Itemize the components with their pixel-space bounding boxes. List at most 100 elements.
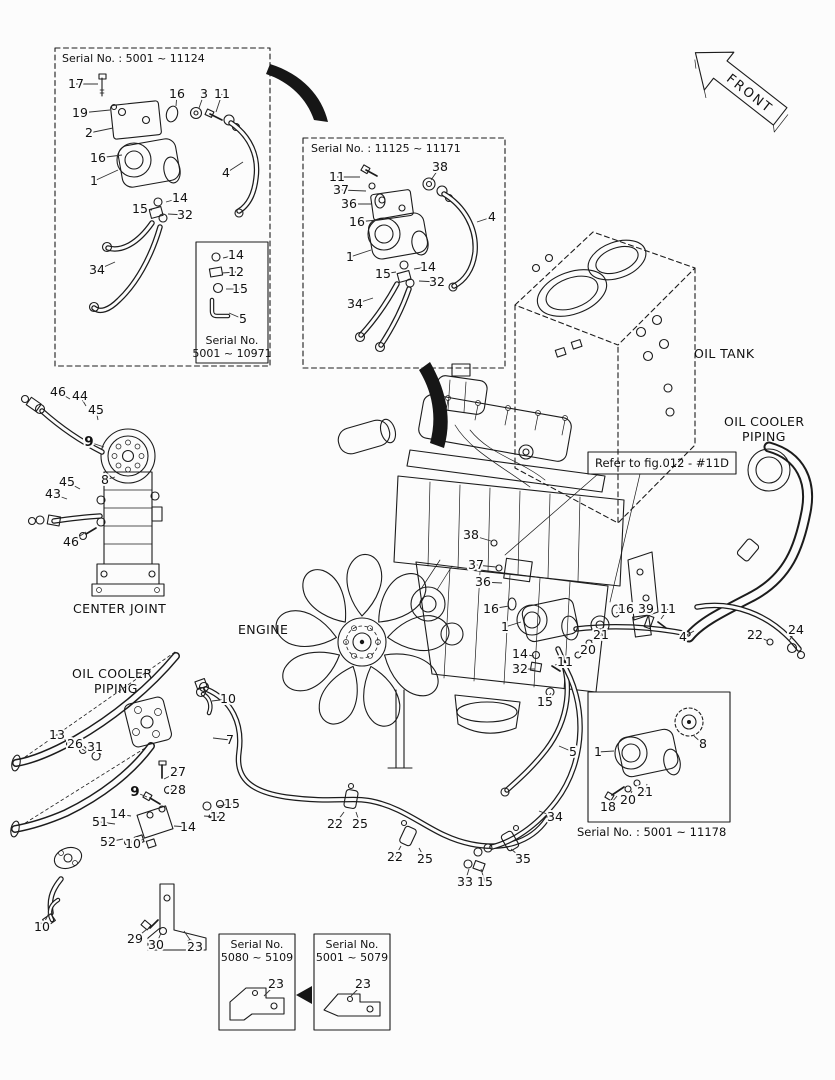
callout-leader <box>349 249 372 258</box>
callout-number: 46 <box>63 534 79 549</box>
callout-number: 12 <box>228 264 244 279</box>
callout-number: 35 <box>515 851 531 866</box>
callout-leader <box>66 481 81 490</box>
oil-tank-label: OIL TANK <box>694 346 755 361</box>
serial-box-4: Serial No. 5080 ~ 5109 <box>218 933 296 1031</box>
callout-leader <box>88 127 114 134</box>
callout-leader <box>212 737 231 741</box>
callout-leader <box>104 476 116 481</box>
serial-box-1-label: Serial No. : 5001 ~ 11124 <box>62 52 205 65</box>
callout-number: 7 <box>226 732 234 747</box>
callout-number: 37 <box>468 557 484 572</box>
callout-leader <box>480 868 486 883</box>
callout-number: 17 <box>68 76 84 91</box>
callout-leader <box>57 391 71 400</box>
callout-number: 22 <box>747 627 763 642</box>
callout-leader <box>93 169 119 182</box>
pointer-swoosh-top <box>266 64 328 122</box>
callout-number: 29 <box>127 931 143 946</box>
callout-number: 11 <box>214 86 230 101</box>
callout-number: 11 <box>557 654 573 669</box>
callout-number: 10 <box>220 691 236 706</box>
callout-number: 39 <box>638 601 654 616</box>
callout-number: 8 <box>699 736 707 751</box>
callout-leader <box>52 493 68 500</box>
callout-leader <box>644 783 648 793</box>
callout-leader <box>263 983 277 997</box>
callout-number: 32 <box>429 274 445 289</box>
callout-number: 25 <box>417 851 433 866</box>
callout-leader <box>97 154 123 159</box>
callout-leader <box>183 930 196 948</box>
callout-leader <box>682 630 695 638</box>
callout-number: 14 <box>228 247 244 262</box>
callout-leader <box>139 208 153 211</box>
callout-leader <box>155 932 162 946</box>
callout-leader <box>134 791 148 798</box>
callout-number: 18 <box>600 799 616 814</box>
oil-cooler-piping-left-drawing <box>10 651 225 951</box>
callout-leader <box>476 216 493 223</box>
callout-leader <box>693 735 704 745</box>
callout-leader <box>354 297 374 305</box>
callout-leader <box>607 795 618 808</box>
callout-number: 34 <box>547 809 563 824</box>
callout-number: 9 <box>130 784 139 800</box>
callout-leader <box>754 634 769 642</box>
callout-leader <box>538 810 556 818</box>
serial-box-5: Serial No. 5001 ~ 5079 <box>313 933 391 1031</box>
callout-leader <box>418 847 426 860</box>
callout-leader <box>350 983 364 997</box>
callout-leader <box>464 868 470 883</box>
callout-leader <box>203 815 219 818</box>
callout-number: 15 <box>537 694 553 709</box>
callout-leader <box>475 564 497 568</box>
callout-number: 45 <box>59 474 75 489</box>
callout-number: 31 <box>87 739 103 754</box>
callout-number: 11 <box>660 601 676 616</box>
callout-leader <box>355 811 361 825</box>
callout-leader <box>79 395 87 407</box>
callout-number: 15 <box>477 874 493 889</box>
callout-number: 22 <box>327 816 343 831</box>
callout-leader <box>627 790 633 801</box>
callout-leader <box>394 845 402 858</box>
callout-number: 14 <box>420 259 436 274</box>
callout-number: 15 <box>224 796 240 811</box>
callout-leader <box>482 581 503 584</box>
callout-leader <box>510 848 524 860</box>
arrow-between-boxes <box>296 986 312 1004</box>
callout-number: 24 <box>788 622 804 637</box>
callout-number: 23 <box>355 976 371 991</box>
serial-box-2-label: Serial No. : 11125 ~ 11171 <box>311 142 461 155</box>
callout-number: 22 <box>387 849 403 864</box>
callout-leader <box>430 166 441 181</box>
callout-leader <box>334 811 345 825</box>
callout-leader <box>215 93 223 113</box>
callout-number: 15 <box>375 266 391 281</box>
serial-box-1: Serial No. : 5001 ~ 11124 Serial No. 500… <box>54 47 272 367</box>
callout-number: 45 <box>88 402 104 417</box>
serial-box-1-inner-label-2: 5001 ~ 10971 <box>192 347 271 360</box>
callout-leader <box>165 197 181 203</box>
oil-cooler-piping-right-label-1: OIL COOLER <box>724 414 804 429</box>
callout-leader <box>225 161 244 174</box>
callout-leader <box>597 750 615 753</box>
callout-number: 36 <box>475 574 491 589</box>
callout-number: 27 <box>170 764 186 779</box>
callout-number: 32 <box>177 207 193 222</box>
callout-leader <box>544 692 552 703</box>
callout-leader <box>132 838 145 845</box>
callout-leader <box>490 605 510 610</box>
callout-number: 32 <box>512 661 528 676</box>
callout-leader <box>519 653 535 657</box>
engine-label: ENGINE <box>238 622 288 637</box>
callout-leader <box>166 789 179 794</box>
center-joint-label: CENTER JOINT <box>73 601 166 616</box>
callout-leader <box>173 825 189 828</box>
callout-number: 8 <box>101 472 109 487</box>
callout-number: 20 <box>620 792 636 807</box>
callout-leader <box>418 280 438 283</box>
